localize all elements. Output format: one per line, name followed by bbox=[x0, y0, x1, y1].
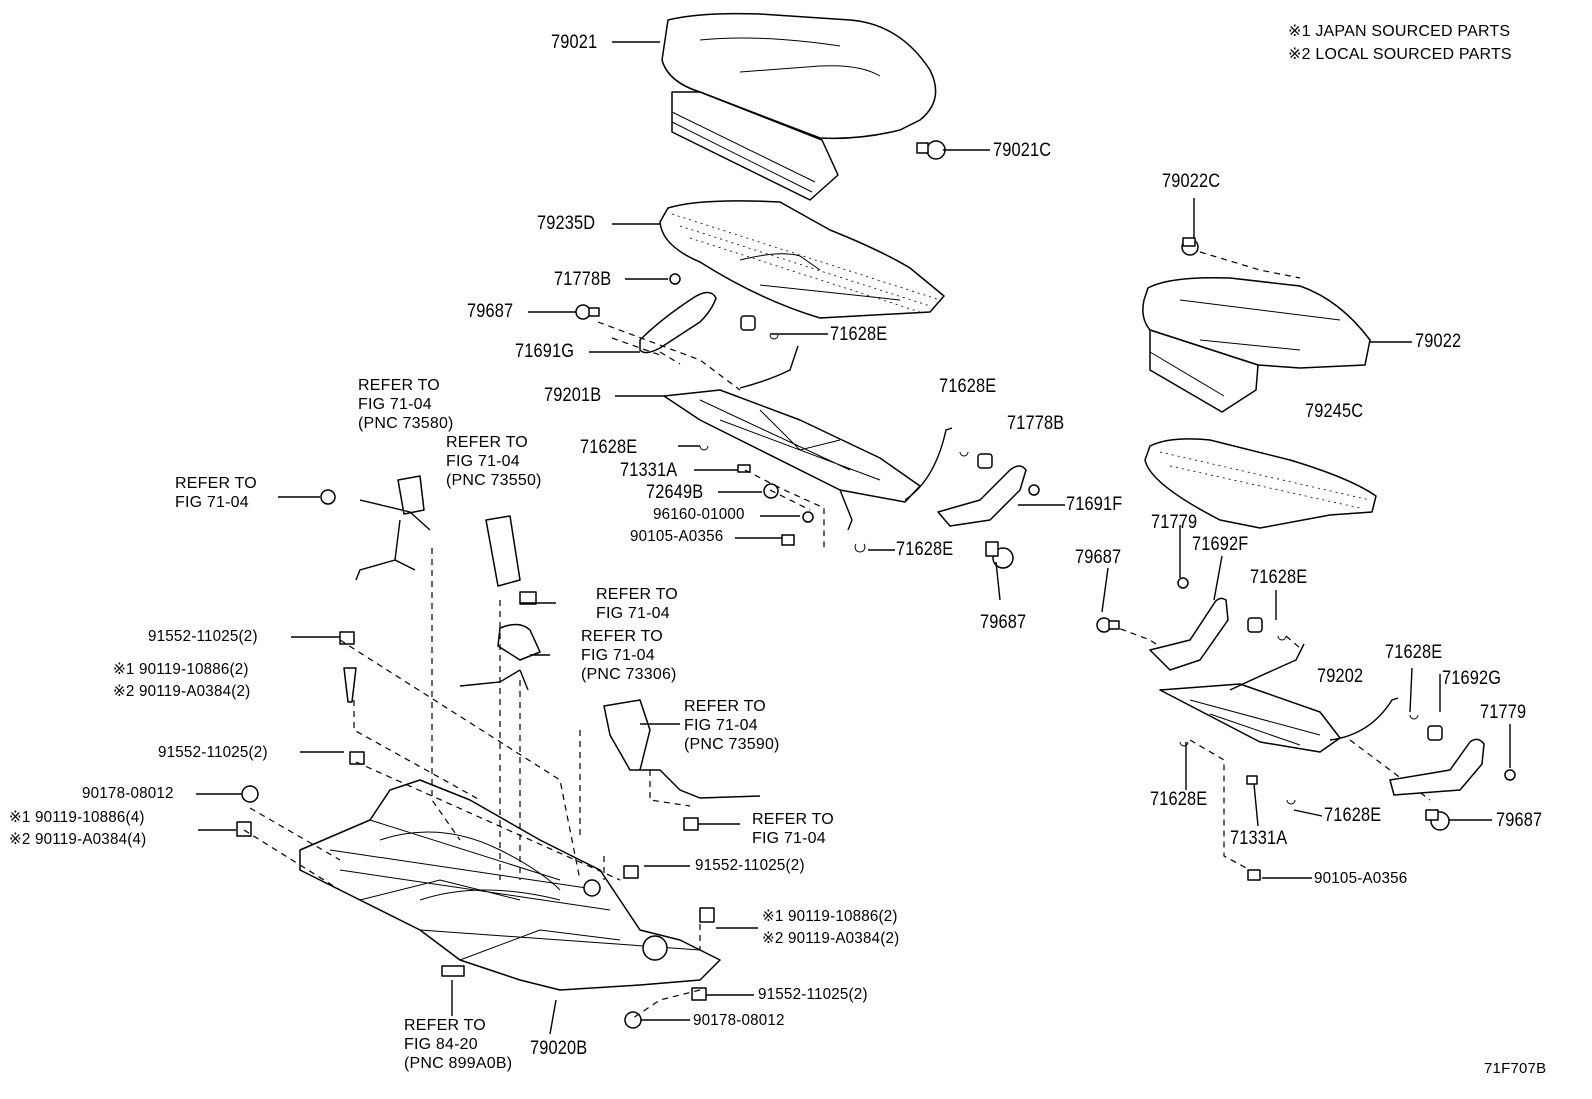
part-79022c[interactable]: 79022C bbox=[1162, 171, 1221, 192]
figure-id: 71F707B bbox=[1484, 1060, 1547, 1077]
part-96160-01000[interactable]: 96160-01000 bbox=[653, 506, 745, 523]
clip-79021c-icon bbox=[916, 140, 946, 160]
seat-cushion-pad-right bbox=[1144, 438, 1377, 529]
part-71628e[interactable]: 71628E bbox=[580, 437, 638, 458]
seat-belt-components bbox=[236, 475, 761, 837]
part-71779[interactable]: 71779 bbox=[1151, 512, 1198, 533]
part-90119-a0384[interactable]: ※2 90119-A0384(2) bbox=[113, 683, 251, 700]
part-90105-a0356[interactable]: 90105-A0356 bbox=[1314, 870, 1408, 887]
part-71628e[interactable]: 71628E bbox=[830, 324, 888, 345]
bolt-79687-right-icon bbox=[1096, 617, 1120, 633]
right-frame-parts bbox=[1096, 577, 1516, 881]
seat-adjuster-frame-79020b bbox=[299, 779, 721, 1029]
refer-to-fig-71-04[interactable]: REFER TO FIG 71-04 bbox=[596, 586, 678, 622]
part-71331a[interactable]: 71331A bbox=[1230, 828, 1288, 849]
bolt-79687-icon bbox=[575, 304, 600, 320]
clips-right-of-frame bbox=[937, 451, 1040, 569]
part-71331a[interactable]: 71331A bbox=[620, 460, 678, 481]
wire-rod bbox=[904, 427, 953, 501]
part-91552-11025[interactable]: 91552-11025(2) bbox=[695, 857, 805, 874]
part-90119-10886[interactable]: ※1 90119-10886(2) bbox=[762, 908, 898, 925]
part-79687[interactable]: 79687 bbox=[467, 301, 514, 322]
part-71692f[interactable]: 71692F bbox=[1192, 534, 1249, 555]
refer-to-fig-71-04-pnc-73306[interactable]: REFER TO FIG 71-04 (PNC 73306) bbox=[581, 628, 677, 683]
part-71628e[interactable]: 71628E bbox=[1150, 789, 1208, 810]
refer-to-fig-84-20-pnc-899a0b[interactable]: REFER TO FIG 84-20 (PNC 899A0B) bbox=[404, 1017, 513, 1072]
part-91552-11025[interactable]: 91552-11025(2) bbox=[758, 986, 868, 1003]
part-90119-10886[interactable]: ※1 90119-10886(4) bbox=[9, 809, 145, 826]
part-71628e[interactable]: 71628E bbox=[939, 376, 997, 397]
part-79020b[interactable]: 79020B bbox=[530, 1038, 588, 1059]
seat-cushion-cover-left bbox=[661, 12, 937, 201]
clip-79022c-icon bbox=[1181, 237, 1199, 256]
part-79687[interactable]: 79687 bbox=[980, 612, 1027, 633]
part-79021c[interactable]: 79021C bbox=[993, 140, 1052, 161]
part-79245c[interactable]: 79245C bbox=[1305, 401, 1364, 422]
refer-to-fig-71-04[interactable]: REFER TO FIG 71-04 bbox=[175, 475, 257, 511]
part-90178-08012[interactable]: 90178-08012 bbox=[82, 785, 174, 802]
refer-to-fig-71-04[interactable]: REFER TO FIG 71-04 bbox=[752, 811, 834, 847]
refer-to-fig-71-04-pnc-73580[interactable]: REFER TO FIG 71-04 (PNC 73580) bbox=[358, 377, 454, 432]
part-71691g[interactable]: 71691G bbox=[515, 341, 575, 362]
part-79021[interactable]: 79021 bbox=[551, 32, 598, 53]
small-fasteners-center bbox=[699, 445, 866, 553]
part-71778b[interactable]: 71778B bbox=[554, 269, 612, 290]
bracket-71691g bbox=[639, 291, 717, 354]
part-79687[interactable]: 79687 bbox=[1496, 810, 1543, 831]
part-71779[interactable]: 71779 bbox=[1480, 702, 1527, 723]
seat-cushion-cover-right bbox=[1142, 276, 1371, 413]
part-90119-a0384[interactable]: ※2 90119-A0384(4) bbox=[9, 831, 147, 848]
part-79201b[interactable]: 79201B bbox=[544, 385, 602, 406]
part-79022[interactable]: 79022 bbox=[1415, 331, 1462, 352]
bushing-71628e-icon bbox=[740, 315, 779, 340]
part-72649b[interactable]: 72649B bbox=[646, 482, 704, 503]
part-71628e[interactable]: 71628E bbox=[896, 539, 954, 560]
grommet-71778b-icon bbox=[669, 273, 681, 285]
part-79202[interactable]: 79202 bbox=[1317, 666, 1364, 687]
refer-to-fig-71-04-pnc-73550[interactable]: REFER TO FIG 71-04 (PNC 73550) bbox=[446, 434, 542, 489]
part-79687[interactable]: 79687 bbox=[1075, 547, 1122, 568]
part-71628e[interactable]: 71628E bbox=[1250, 567, 1308, 588]
part-71628e[interactable]: 71628E bbox=[1324, 805, 1382, 826]
part-90105-a0356[interactable]: 90105-A0356 bbox=[630, 528, 724, 545]
part-71628e[interactable]: 71628E bbox=[1385, 642, 1443, 663]
part-71691f[interactable]: 71691F bbox=[1066, 494, 1123, 515]
part-91552-11025[interactable]: 91552-11025(2) bbox=[158, 744, 268, 761]
legend-japan-sourced: ※1 JAPAN SOURCED PARTS bbox=[1288, 23, 1511, 40]
part-90119-a0384[interactable]: ※2 90119-A0384(2) bbox=[762, 930, 900, 947]
part-71778b[interactable]: 71778B bbox=[1007, 413, 1065, 434]
part-91552-11025[interactable]: 91552-11025(2) bbox=[148, 628, 258, 645]
seat-cushion-pad-left bbox=[659, 200, 945, 319]
part-71692g[interactable]: 71692G bbox=[1442, 668, 1502, 689]
refer-to-fig-71-04-pnc-73590[interactable]: REFER TO FIG 71-04 (PNC 73590) bbox=[684, 698, 780, 753]
part-90119-10886[interactable]: ※1 90119-10886(2) bbox=[113, 661, 249, 678]
legend-local-sourced: ※2 LOCAL SOURCED PARTS bbox=[1288, 46, 1512, 63]
part-90178-08012[interactable]: 90178-08012 bbox=[693, 1012, 785, 1029]
part-79235d[interactable]: 79235D bbox=[537, 213, 596, 234]
